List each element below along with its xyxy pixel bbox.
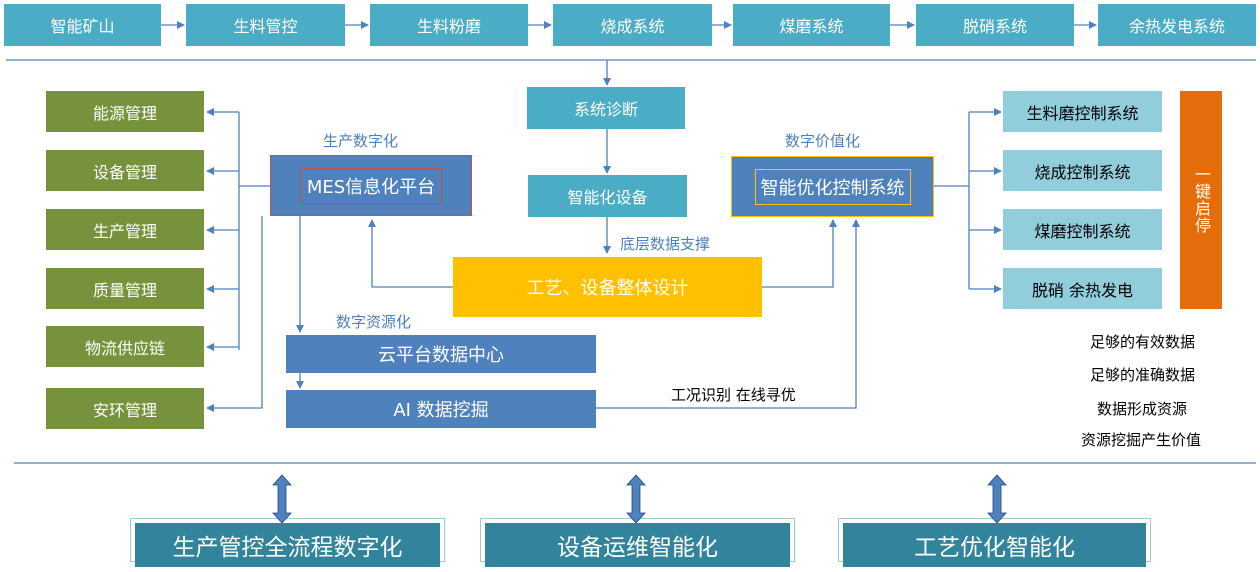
right-system: 烧成控制系统 — [1003, 150, 1162, 191]
cloud-section-label: 数字资源化 — [336, 313, 412, 331]
top-chain-item: 脱硝系统 — [916, 4, 1074, 46]
top-chain-item: 煤磨系统 — [733, 4, 890, 46]
right-system: 煤磨控制系统 — [1003, 209, 1162, 250]
ai-data-mining-box: AI 数据挖掘 — [286, 390, 596, 428]
mes-platform-title: MES信息化平台 — [299, 167, 443, 204]
top-chain-item: 余热发电系统 — [1098, 4, 1256, 46]
left-module: 能源管理 — [46, 91, 204, 132]
one-key-label: 一键启停 — [1192, 166, 1211, 234]
diagnosis-box: 系统诊断 — [527, 87, 685, 129]
note-item: 足够的准确数据 — [1090, 366, 1196, 384]
right-system: 生料磨控制系统 — [1003, 91, 1162, 132]
note-item: 资源挖掘产生价值 — [1081, 431, 1202, 449]
outcome-box: 生产管控全流程数字化 — [130, 518, 445, 567]
double-arrow-icons — [272, 474, 1007, 524]
left-module: 质量管理 — [46, 268, 204, 309]
note-item: 数据形成资源 — [1097, 400, 1188, 418]
top-chain-item: 烧成系统 — [553, 4, 712, 46]
optimization-section-label: 数字价值化 — [785, 132, 861, 150]
top-chain-item: 生料管控 — [186, 4, 345, 46]
ai-link-label: 工况识别 在线寻优 — [671, 386, 796, 404]
right-system: 脱硝 余热发电 — [1003, 268, 1162, 309]
optimization-system-title: 智能优化控制系统 — [754, 168, 911, 205]
top-chain-item: 智能矿山 — [4, 4, 161, 46]
top-chain-item: 生料粉磨 — [370, 4, 528, 46]
data-support-label: 底层数据支撑 — [620, 235, 711, 253]
optimization-system-box: 智能优化控制系统 — [731, 156, 934, 217]
note-item: 足够的有效数据 — [1090, 333, 1196, 351]
outcome-box: 工艺优化智能化 — [838, 518, 1151, 567]
mes-platform-box: MES信息化平台 — [270, 155, 472, 216]
left-module: 生产管理 — [46, 209, 204, 250]
outcome-box: 设备运维智能化 — [480, 518, 795, 567]
left-module: 物流供应链 — [46, 326, 204, 367]
design-box: 工艺、设备整体设计 — [453, 257, 762, 317]
left-module: 安环管理 — [46, 388, 204, 429]
smart-equipment-box: 智能化设备 — [528, 175, 687, 217]
left-module: 设备管理 — [46, 150, 204, 191]
cloud-data-center-box: 云平台数据中心 — [286, 335, 596, 373]
mes-section-label: 生产数字化 — [323, 132, 399, 150]
one-key-start-stop[interactable]: 一键启停 — [1180, 91, 1222, 309]
